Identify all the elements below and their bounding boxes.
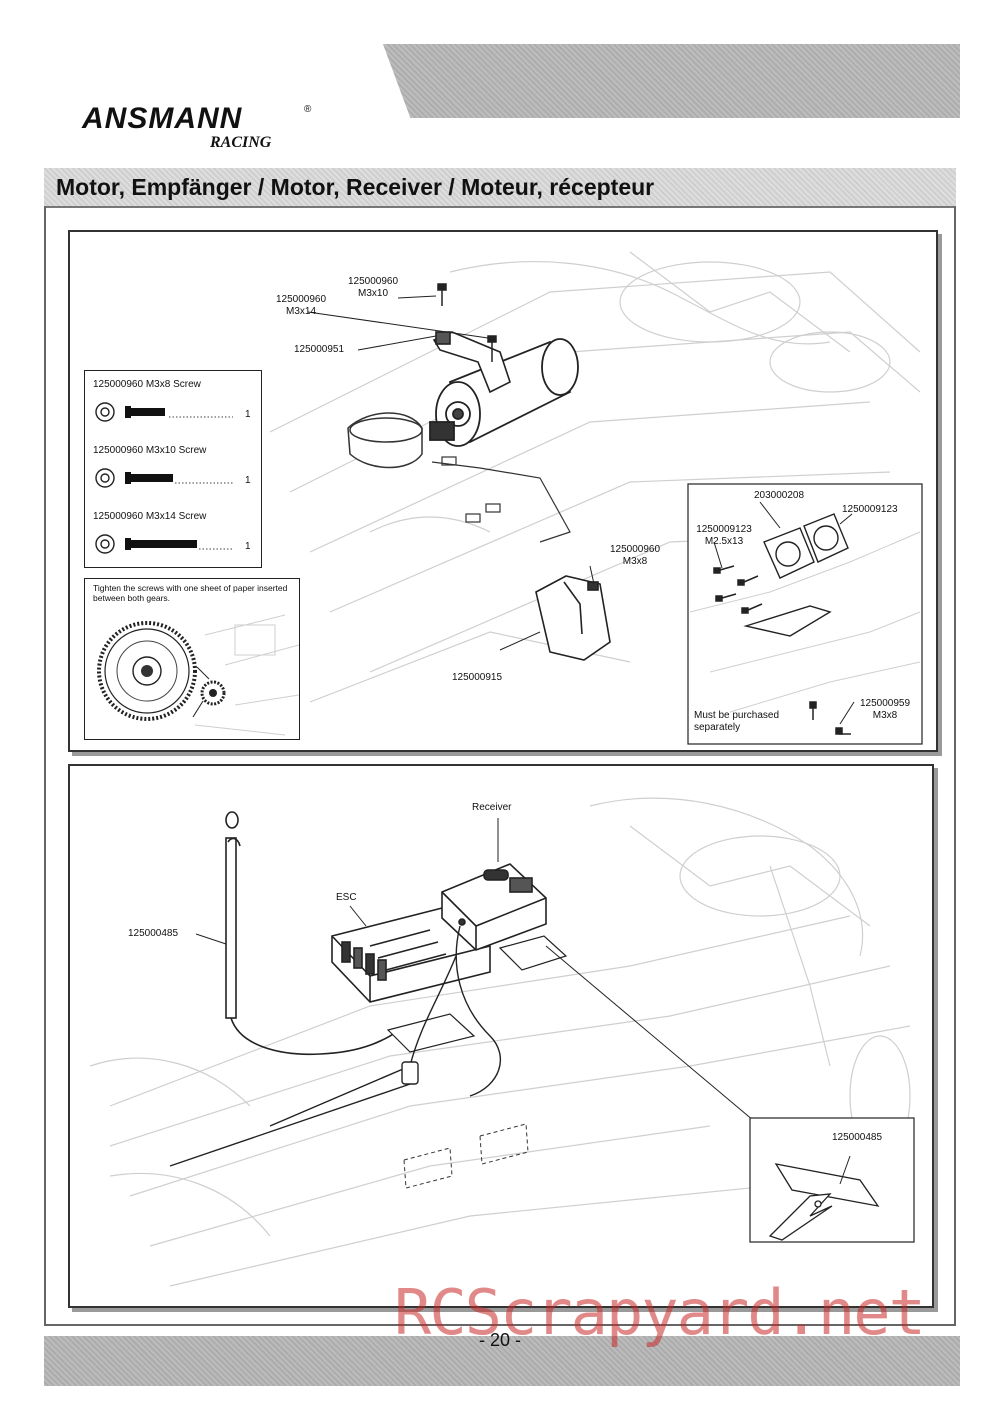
screw-m3x14-icon — [95, 534, 233, 554]
label-fan-screw-right: 1250009123 — [842, 504, 898, 515]
motor-assembly-diagram — [269, 251, 923, 745]
receiver-esc-diagram — [89, 797, 915, 1287]
motor-panel: 125000960 M3x10 125000960 M3x14 12500095… — [68, 230, 938, 752]
label-screw-m3x8: 125000960 M3x8 — [609, 544, 661, 567]
footer-band — [44, 1336, 960, 1386]
fan-purchase-note: Must be purchased separately — [694, 710, 780, 733]
brand-name: ANSMANN — [82, 102, 243, 135]
label-fan: 203000208 — [754, 490, 805, 501]
label-motor-cover: 125000915 — [452, 672, 503, 683]
label-fan-bottom-screw: 125000959 M3x8 — [859, 698, 911, 721]
receiver-panel: Receiver ESC 125000485 125000485 — [68, 764, 934, 1308]
label-tape-inset: 125000485 — [832, 1132, 883, 1143]
section-title-bar: Motor, Empfänger / Motor, Receiver / Mot… — [44, 168, 956, 208]
watermark: RCScrapyard.net — [394, 1276, 926, 1349]
screw-m3x10-icon — [95, 468, 233, 488]
screw-legend-label-m3x8: 125000960 M3x8 Screw — [93, 379, 201, 390]
page-number: - 20 - — [478, 1330, 521, 1350]
label-screw-m3x10: 125000960 M3x10 — [347, 276, 399, 299]
label-motor-mount: 125000951 — [294, 344, 345, 355]
label-antenna-tube: 125000485 — [128, 928, 179, 939]
screw-legend-label-m3x10: 125000960 M3x10 Screw — [93, 445, 207, 456]
screw-legend-inset: 125000960 M3x8 Screw 1 125000960 M3x10 S… — [84, 370, 262, 568]
label-screw-m3x14: 125000960 M3x14 — [275, 294, 327, 317]
page-title: Motor, Empfänger / Motor, Receiver / Mot… — [56, 174, 655, 200]
gear-mesh-diagram — [97, 614, 299, 736]
content-frame — [44, 206, 956, 1326]
gear-mesh-note: Tighten the screws with one sheet of pap… — [93, 583, 288, 603]
label-receiver: Receiver — [472, 802, 512, 813]
brand-logo: ANSMANN ® RACING — [82, 94, 322, 156]
brand-registered-mark: ® — [304, 104, 312, 115]
screw-legend-qty-m3x10: 1 — [245, 475, 251, 486]
label-esc: ESC — [336, 892, 357, 903]
brand-subtitle: RACING — [210, 134, 272, 151]
gear-mesh-inset: Tighten the screws with one sheet of pap… — [84, 578, 300, 740]
screw-legend-label-m3x14: 125000960 M3x14 Screw — [93, 511, 207, 522]
screw-legend-qty-m3x14: 1 — [245, 541, 251, 552]
screw-legend-qty-m3x8: 1 — [245, 409, 251, 420]
label-fan-screw-left: 1250009123 M2.5x13 — [696, 524, 752, 547]
screw-m3x8-icon — [95, 402, 233, 422]
